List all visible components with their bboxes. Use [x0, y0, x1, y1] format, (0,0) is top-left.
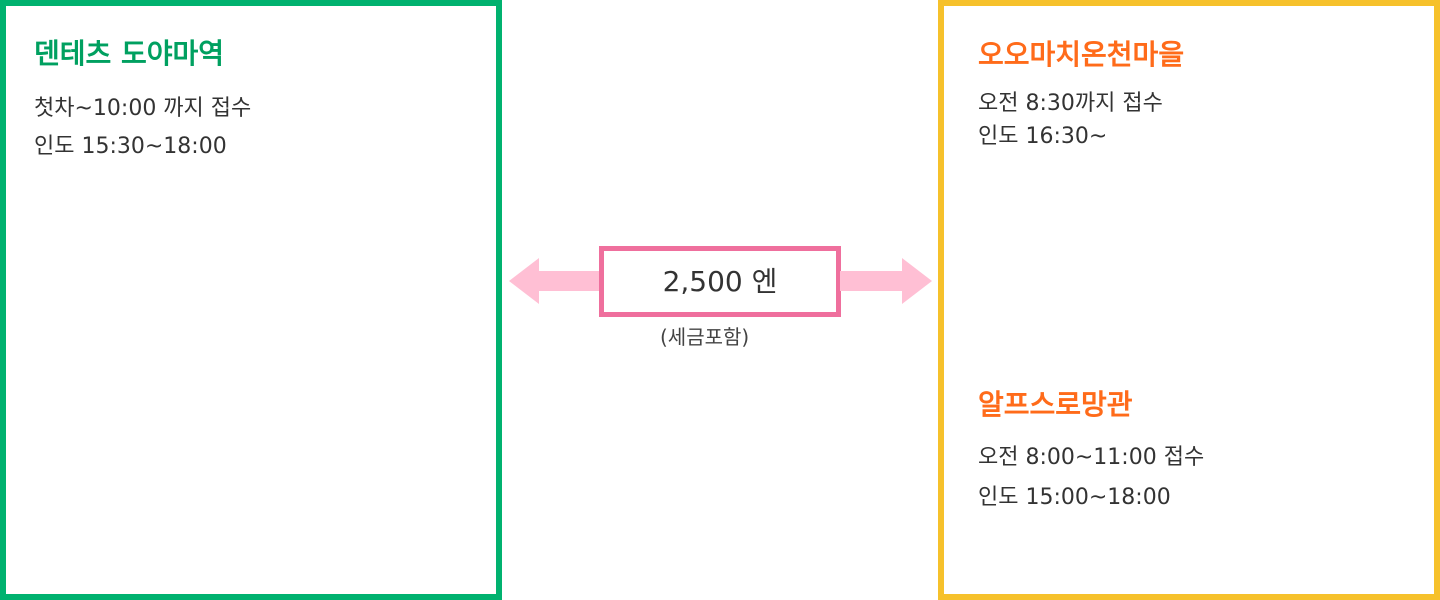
left-panel-line-2: 인도 15:30~18:00: [34, 134, 227, 159]
price-box: 2,500 엔: [599, 246, 841, 317]
arrow-left-icon: [509, 258, 601, 304]
right-section-1-line-2: 인도 16:30~: [978, 124, 1108, 149]
arrow-right-icon: [840, 258, 932, 304]
tax-note: (세금포함): [660, 325, 750, 349]
right-panel: 오오마치온천마을 오전 8:30까지 접수 인도 16:30~ 알프스로망관 오…: [938, 0, 1440, 600]
right-section-1-line-1: 오전 8:30까지 접수: [978, 91, 1163, 116]
left-panel: 덴테츠 도야마역 첫차~10:00 까지 접수 인도 15:30~18:00: [0, 0, 502, 600]
right-section-2-title: 알프스로망관: [978, 388, 1133, 421]
arrow-left-shape: [509, 258, 601, 304]
right-section-2-line-2: 인도 15:00~18:00: [978, 485, 1171, 510]
arrow-right-shape: [840, 258, 932, 304]
left-panel-line-1: 첫차~10:00 까지 접수: [34, 96, 252, 121]
left-panel-title: 덴테츠 도야마역: [34, 37, 225, 70]
right-section-2-line-1: 오전 8:00~11:00 접수: [978, 445, 1205, 470]
right-section-1-title: 오오마치온천마을: [978, 38, 1185, 71]
price-text: 2,500 엔: [662, 264, 778, 298]
